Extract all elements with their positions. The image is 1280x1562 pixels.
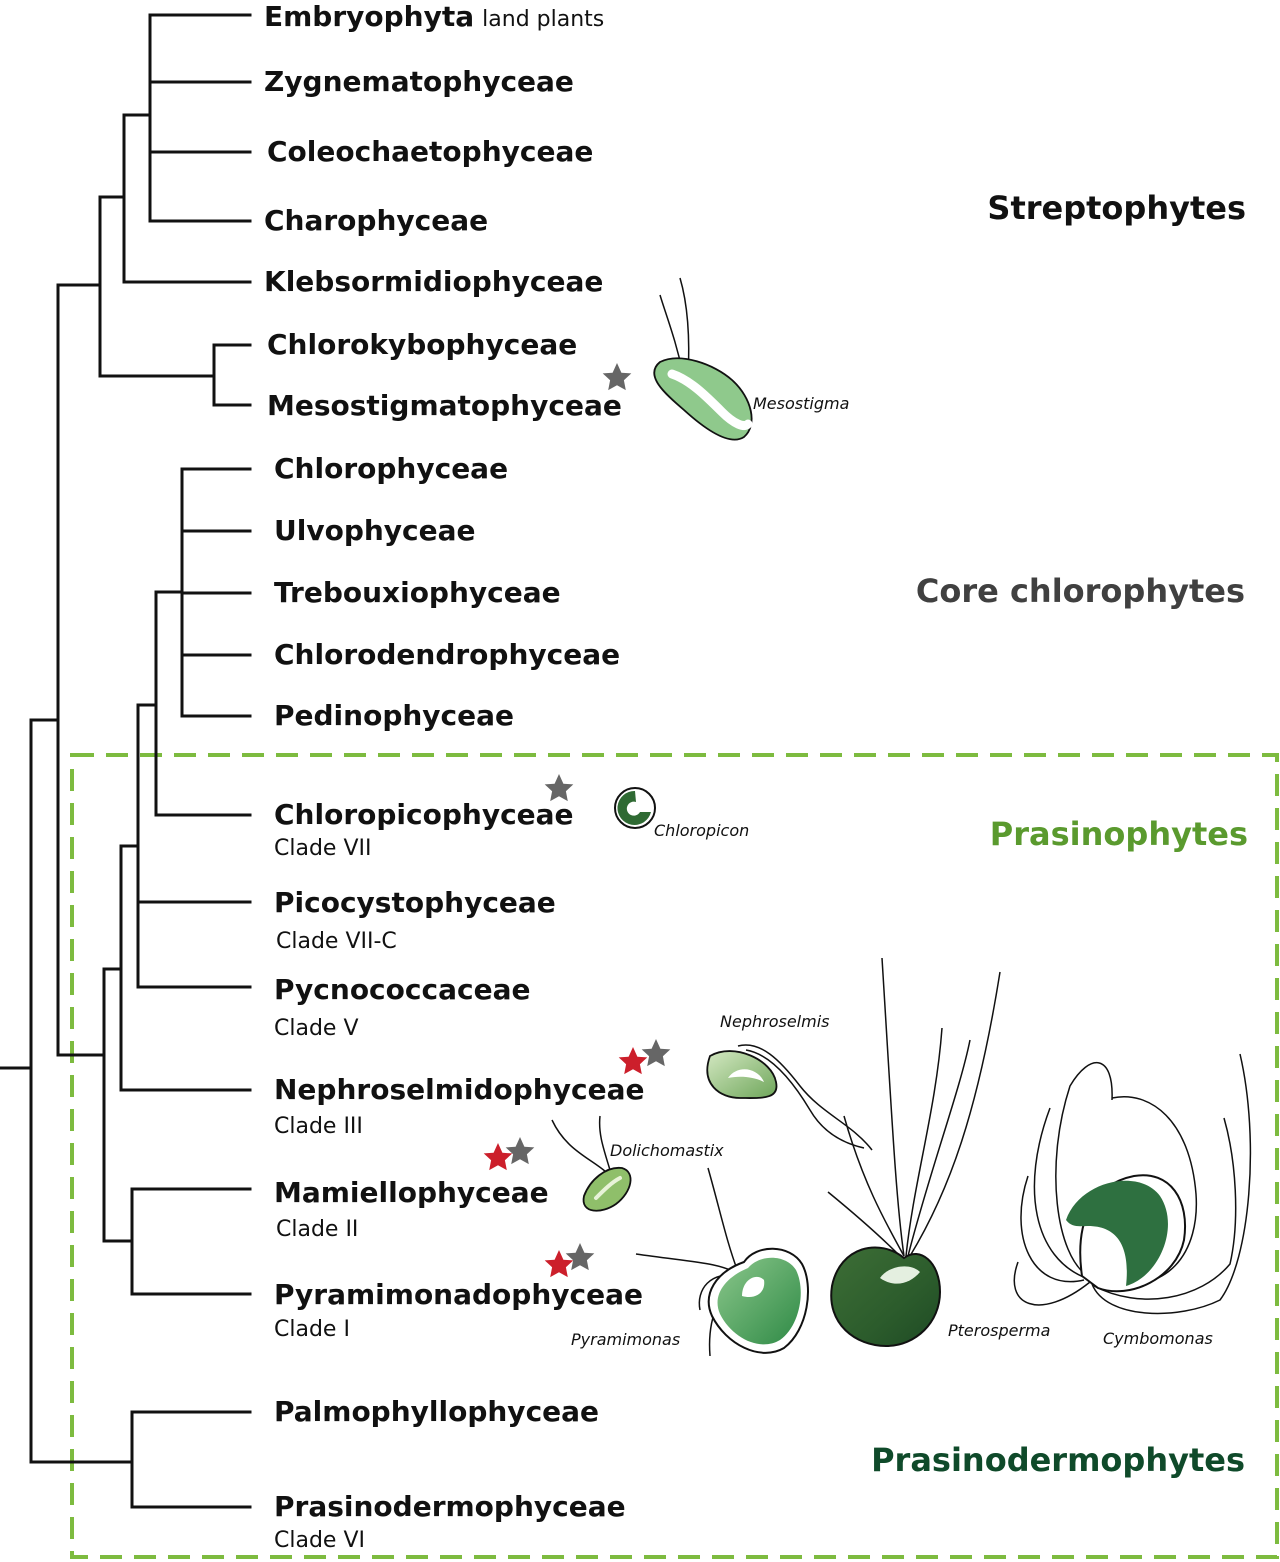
taxon-label: Ulvophyceae: [274, 514, 476, 547]
taxon-label: Mamiellophyceae: [274, 1176, 549, 1209]
clade-label: Clade VII-C: [276, 929, 397, 954]
taxon-label: Charophyceae: [264, 204, 489, 237]
taxon-label: Nephroselmidophyceae: [274, 1073, 645, 1106]
organism-label-mesostigma: Mesostigma: [753, 394, 850, 413]
taxon-name: Embryophyta: [264, 0, 475, 33]
clade-label: Clade III: [274, 1114, 363, 1139]
taxon-label: Zygnematophyceae: [264, 65, 574, 98]
taxon-label: Picocystophyceae: [274, 886, 556, 919]
tree-branches: [0, 13, 252, 1509]
group-label-core-chlorophytes: Core chlorophytes: [915, 572, 1245, 610]
taxon-label: Chlorokybophyceae: [267, 328, 578, 361]
taxon-label: Chlorophyceae: [274, 452, 509, 485]
taxon-label: Pycnococcaceae: [274, 973, 531, 1006]
clade-label: Clade V: [274, 1016, 359, 1041]
grey-star-icon: [565, 1243, 595, 1271]
nephroselmis-illustration: [706, 1044, 873, 1151]
taxon-label: Coleochaetophyceae: [267, 135, 594, 168]
organism-label-cymbomonas: Cymbomonas: [1103, 1329, 1213, 1348]
taxon-label: Mesostigmatophyceae: [267, 389, 622, 422]
chloropicon-illustration: [614, 787, 656, 829]
organism-label-chloropicon: Chloropicon: [654, 821, 750, 840]
clade-label: Clade VII: [274, 836, 372, 861]
red-star-icon: [618, 1047, 648, 1075]
grey-star-icon: [602, 363, 632, 391]
taxon-label: Trebouxiophyceae: [274, 576, 561, 609]
taxon-label: Chloropicophyceae: [274, 798, 574, 831]
taxon-label: Pyramimonadophyceae: [274, 1278, 643, 1311]
taxon-label: Klebsormidiophyceae: [264, 265, 604, 298]
cymbomonas-illustration: [1013, 1053, 1252, 1315]
grey-star-icon: [505, 1137, 535, 1165]
pterosperma-illustration: [827, 957, 1001, 1348]
prasinophytes-box: [70, 753, 1279, 1559]
clade-label: Clade VI: [274, 1528, 365, 1553]
clade-label: Clade I: [274, 1317, 350, 1342]
organism-label-dolichomastix: Dolichomastix: [610, 1141, 724, 1160]
red-star-icon: [483, 1143, 513, 1171]
clade-label: Clade II: [276, 1217, 359, 1242]
taxon-label: Pedinophyceae: [274, 699, 515, 732]
organism-label-pterosperma: Pterosperma: [948, 1321, 1051, 1340]
dolichomastix-illustration: [551, 1115, 632, 1212]
taxon-label: Embryophyta land plants: [264, 3, 604, 31]
taxon-label: Palmophyllophyceae: [274, 1395, 600, 1428]
group-label-prasinophytes: Prasinophytes: [989, 815, 1248, 853]
mesostigma-illustration: [653, 277, 753, 441]
taxon-label: Chlorodendrophyceae: [274, 638, 621, 671]
pyramimonas-illustration: [635, 1167, 809, 1357]
group-label-streptophytes: Streptophytes: [987, 189, 1246, 227]
taxon-note: land plants: [482, 7, 605, 32]
organism-label-pyramimonas: Pyramimonas: [571, 1330, 681, 1349]
organism-label-nephroselmis: Nephroselmis: [720, 1012, 830, 1031]
grey-star-icon: [641, 1039, 671, 1067]
taxon-label: Prasinodermophyceae: [274, 1490, 626, 1523]
group-label-prasinodermophytes: Prasinodermophytes: [871, 1441, 1245, 1479]
